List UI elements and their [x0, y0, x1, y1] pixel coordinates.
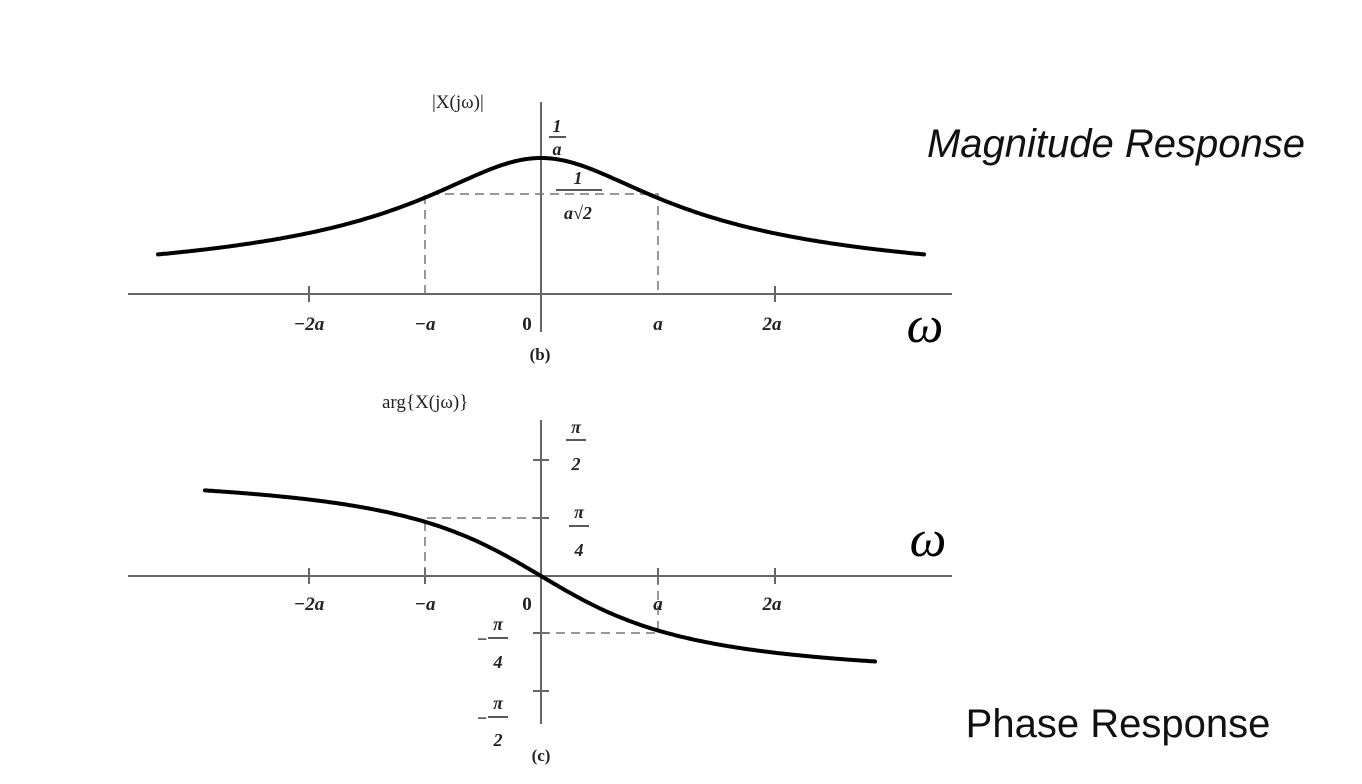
- phase-xtick-label: −2a: [294, 594, 325, 615]
- phase-xtick-label: −a: [414, 594, 436, 615]
- magnitude-xtick-label: 0: [522, 314, 532, 335]
- magnitude-y-label: |X(jω)|: [432, 92, 484, 113]
- phase-ytick-den: 4: [493, 652, 503, 672]
- magnitude-omega-label: ω: [907, 297, 944, 354]
- magnitude-curve: [156, 156, 926, 257]
- magnitude-xtick-label: −a: [414, 314, 436, 335]
- magnitude-peak-denominator: a: [553, 139, 562, 159]
- magnitude-plot: |X(jω)| 1 a 1 a√2 −2a −a 0 a 2a (b) ω Ma…: [128, 92, 1305, 364]
- phase-ytick-label: π 2: [566, 417, 586, 474]
- phase-caption: (c): [532, 746, 551, 765]
- phase-ytick-label: − π 4: [477, 614, 508, 672]
- phase-guide-neg-a: [424, 517, 541, 576]
- phase-ytick-num: π: [574, 502, 585, 522]
- phase-ytick-num: π: [571, 417, 582, 437]
- magnitude-xtick-label: a: [653, 314, 663, 335]
- phase-plot: arg{X(jω)} π 2 π 4 − π 4 − π 2 −2a −a 0 …: [128, 392, 1270, 765]
- phase-ytick-num: π: [493, 614, 504, 634]
- magnitude-peak-numerator: 1: [553, 116, 562, 136]
- phase-ytick-num: π: [493, 693, 504, 713]
- phase-ytick-den: 2: [493, 730, 503, 750]
- magnitude-caption: (b): [530, 345, 551, 364]
- magnitude-half-denominator: a√2: [564, 203, 592, 223]
- phase-xtick-label: 0: [522, 594, 532, 615]
- phase-title: Phase Response: [966, 702, 1271, 746]
- phase-curve: [203, 488, 877, 664]
- phase-y-label: arg{X(jω)}: [382, 392, 468, 413]
- magnitude-xtick-label: 2a: [762, 314, 783, 335]
- magnitude-half-numerator: 1: [574, 168, 583, 188]
- phase-xtick-label: a: [653, 594, 663, 615]
- phase-xtick-label: 2a: [762, 594, 783, 615]
- magnitude-half-power-guides: [424, 193, 659, 294]
- phase-ytick-sign: −: [477, 629, 488, 649]
- phase-ytick-label: π 4: [569, 502, 589, 560]
- phase-ytick-den: 4: [574, 540, 584, 560]
- magnitude-title: Magnitude Response: [927, 122, 1305, 166]
- phase-ytick-sign: −: [477, 708, 488, 728]
- magnitude-xtick-label: −2a: [294, 314, 325, 335]
- phase-ytick-label: − π 2: [477, 693, 508, 750]
- phase-omega-label: ω: [910, 511, 947, 568]
- phase-ytick-den: 2: [571, 454, 581, 474]
- phase-guide-a: [541, 576, 659, 634]
